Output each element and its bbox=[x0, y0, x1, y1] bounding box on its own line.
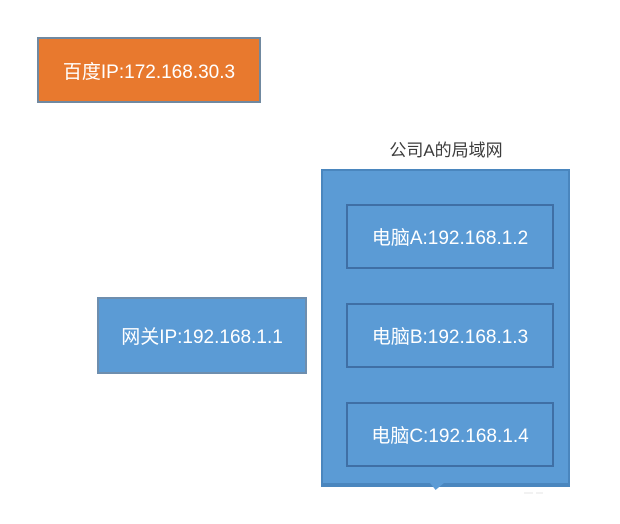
gateway-box[interactable]: 网关IP:192.168.1.1 bbox=[97, 297, 307, 374]
computer-box-b[interactable]: 电脑B:192.168.1.3 bbox=[346, 303, 554, 368]
lan-title: 公司A的局域网 bbox=[389, 141, 503, 160]
artifact-mark bbox=[536, 492, 543, 494]
lan-container-notch bbox=[430, 483, 444, 490]
computer-label-b: 电脑B:192.168.1.3 bbox=[371, 327, 529, 348]
gateway-label: 网关IP:192.168.1.1 bbox=[121, 327, 283, 348]
internet-host-label: 百度IP:172.168.30.3 bbox=[62, 61, 236, 83]
computer-box-a[interactable]: 电脑A:192.168.1.2 bbox=[346, 204, 554, 269]
lan-container-bottom-edge bbox=[321, 483, 570, 487]
computer-box-c[interactable]: 电脑C:192.168.1.4 bbox=[346, 402, 554, 467]
internet-host-box[interactable]: 百度IP:172.168.30.3 bbox=[37, 37, 261, 103]
computer-label-c: 电脑C:192.168.1.4 bbox=[371, 426, 529, 447]
artifact-mark bbox=[524, 492, 533, 494]
computer-label-a: 电脑A:192.168.1.2 bbox=[371, 228, 529, 249]
